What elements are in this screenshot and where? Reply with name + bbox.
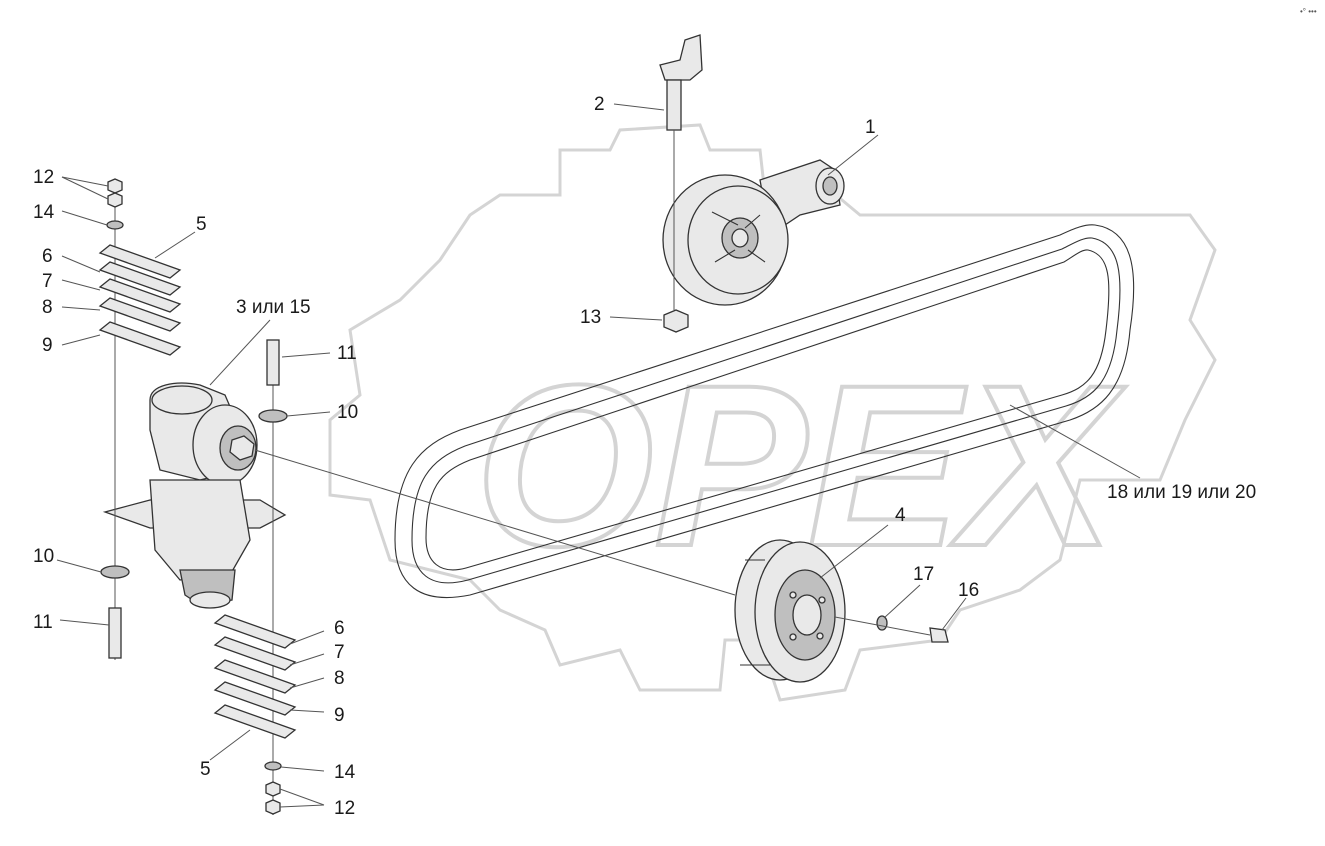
nut-12-upper-a xyxy=(107,178,123,194)
nut-12-lower-b xyxy=(265,799,281,815)
shim-6-lower xyxy=(213,614,297,649)
callout-4: 4 xyxy=(895,505,906,526)
callout-18-19-20: 18 или 19 или 20 xyxy=(1107,482,1256,503)
tensioner-bracket xyxy=(659,34,703,81)
callout-1: 1 xyxy=(865,117,876,138)
tensioner-bolt-shank xyxy=(666,79,682,131)
corner-mark: •° ••• xyxy=(1300,7,1317,16)
callout-17: 17 xyxy=(913,564,934,585)
callout-labels: 1 2 3 или 15 4 5 5 6 6 7 7 8 8 9 9 10 10… xyxy=(33,94,1256,819)
washer-14-lower xyxy=(264,761,282,771)
shim-5-lower xyxy=(213,704,297,739)
washer-17 xyxy=(876,615,888,631)
callout-11-right: 11 xyxy=(337,343,357,364)
crank-pulley-hole-1 xyxy=(789,591,797,599)
shim-7-lower xyxy=(213,636,297,671)
callout-8-upper: 8 xyxy=(42,297,53,318)
belt-inner-1 xyxy=(411,237,1121,584)
tensioner-assembly xyxy=(659,34,845,333)
drive-belt xyxy=(394,224,1135,599)
crank-pulley-hole-2 xyxy=(818,596,826,604)
callout-12-upper: 12 xyxy=(33,167,54,188)
tensioner-pulley-bore xyxy=(731,228,749,248)
belt-outer xyxy=(394,224,1135,599)
callout-14-upper: 14 xyxy=(33,202,55,223)
callout-7-lower: 7 xyxy=(334,642,345,663)
callout-9-lower: 9 xyxy=(334,705,345,726)
callout-16: 16 xyxy=(958,580,979,601)
callout-12-lower: 12 xyxy=(334,798,355,819)
fan-drive-housing xyxy=(102,382,736,609)
nut-12-lower-a xyxy=(265,781,281,797)
callout-9-upper: 9 xyxy=(42,335,53,356)
left-fastener-stack xyxy=(98,178,182,660)
tensioner-arm-bore-inner xyxy=(822,176,838,196)
callout-3-or-15: 3 или 15 xyxy=(236,297,311,318)
shim-5-upper xyxy=(98,244,182,279)
callout-6-lower: 6 xyxy=(334,618,345,639)
crank-pulley-grooves xyxy=(740,559,770,666)
callout-5-upper: 5 xyxy=(196,214,207,235)
crank-pulley-hole-3 xyxy=(789,633,797,641)
shim-9-lower xyxy=(213,681,297,716)
callout-14-lower: 14 xyxy=(334,762,356,783)
belt-inner-2 xyxy=(425,249,1110,571)
shim-9-upper xyxy=(98,321,182,356)
washer-14-upper xyxy=(106,220,124,230)
shim-8-upper xyxy=(98,297,182,332)
shim-6-upper xyxy=(98,261,182,296)
housing-nut xyxy=(229,435,255,461)
callout-10-right: 10 xyxy=(337,402,358,423)
bolt-16 xyxy=(929,627,949,643)
washer-10-right xyxy=(258,409,288,423)
nut-12-upper-b xyxy=(107,192,123,208)
leader-lines xyxy=(56,103,1141,808)
shim-8-lower xyxy=(213,659,297,694)
axis-line-pulley xyxy=(834,616,931,636)
callout-11-left: 11 xyxy=(33,612,53,633)
washer-10-left xyxy=(100,565,130,579)
nut-13 xyxy=(663,309,689,333)
callout-6-upper: 6 xyxy=(42,246,53,267)
callout-13: 13 xyxy=(580,307,601,328)
callout-2: 2 xyxy=(594,94,605,115)
watermark-gear-outline xyxy=(328,123,1217,702)
callout-5-lower: 5 xyxy=(200,759,211,780)
crank-pulley-hole-4 xyxy=(816,632,824,640)
callout-8-lower: 8 xyxy=(334,668,345,689)
crank-pulley-bore xyxy=(792,594,822,636)
tensioner-pulley-spokes xyxy=(711,211,766,263)
housing-lower xyxy=(149,479,251,581)
callout-7-upper: 7 xyxy=(42,271,53,292)
crank-pulley-assembly xyxy=(734,539,949,683)
housing-shaft-end xyxy=(189,591,231,609)
housing-top-cap xyxy=(151,385,213,415)
axis-line-drive xyxy=(254,449,736,596)
bolt-11-left xyxy=(108,607,122,659)
right-fastener-stack xyxy=(213,339,297,815)
callout-10-left: 10 xyxy=(33,546,54,567)
shim-7-upper xyxy=(98,278,182,313)
bolt-11-right xyxy=(266,339,280,386)
